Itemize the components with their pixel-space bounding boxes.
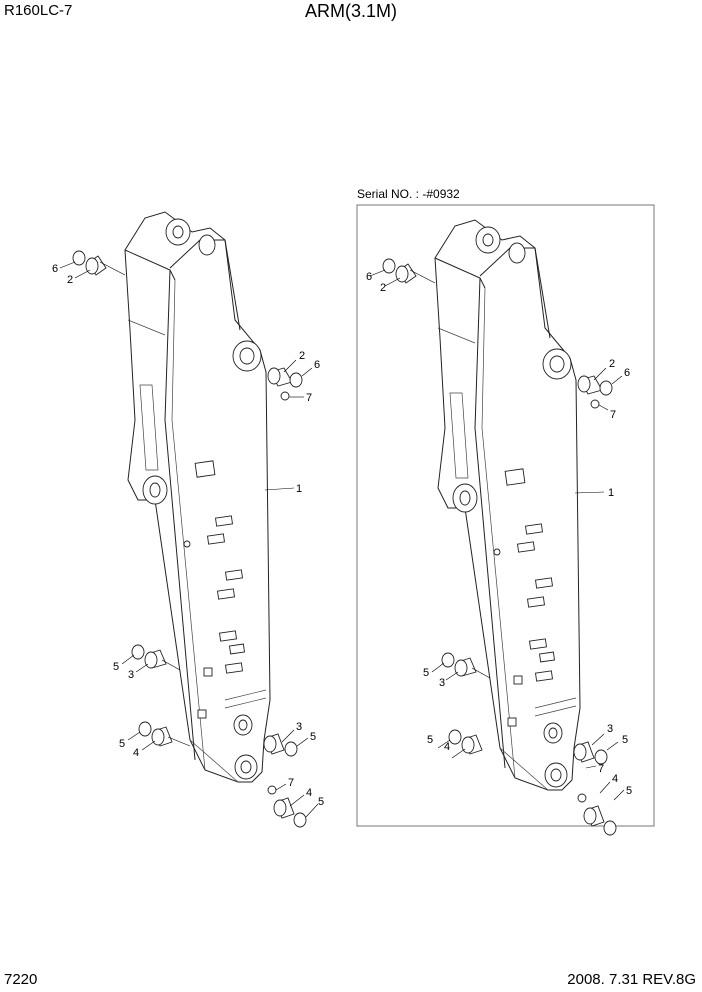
callout-5: 5 [427,734,433,746]
callout-5: 5 [119,738,125,750]
callout-5: 5 [113,661,119,673]
callout-6: 6 [366,271,372,283]
callout-5: 5 [622,734,628,746]
callout-5: 5 [310,731,316,743]
arm-assembly-standard [72,211,307,828]
callout-2: 2 [380,282,386,294]
model-number: R160LC-7 [4,2,73,19]
serial-number-label: Serial NO. : -#0932 [357,187,460,201]
callout-5: 5 [318,796,324,808]
callout-6: 6 [624,367,630,379]
callout-4: 4 [444,741,450,753]
callout-7: 7 [306,392,312,404]
callout-3: 3 [128,669,134,681]
callout-4: 4 [612,773,618,785]
callout-7: 7 [598,763,604,775]
callout-6: 6 [52,263,58,275]
callout-7: 7 [288,777,294,789]
callout-2: 2 [299,350,305,362]
callouts-right: 6 2 2 6 7 1 5 3 3 5 5 4 7 4 5 [366,269,632,801]
callout-7: 7 [610,409,616,421]
page-number: 7220 [4,971,38,988]
callout-2: 2 [609,358,615,370]
callout-3: 3 [439,677,445,689]
callout-3: 3 [296,721,302,733]
callout-5: 5 [423,667,429,679]
callouts-left: 6 2 2 6 7 1 5 3 3 5 5 4 7 4 5 [52,261,324,818]
callout-4: 4 [133,747,139,759]
callout-3: 3 [607,723,613,735]
callout-6: 6 [314,359,320,371]
arm-assembly-serial-variant [382,219,617,836]
callout-2: 2 [67,274,73,286]
callout-1: 1 [608,487,614,499]
page-title: ARM(3.1M) [304,1,397,21]
callout-4: 4 [306,787,312,799]
callout-1: 1 [296,483,302,495]
callout-5: 5 [626,785,632,797]
revision-date: 2008. 7.31 REV.8G [567,971,696,988]
variant-frame [356,204,655,827]
